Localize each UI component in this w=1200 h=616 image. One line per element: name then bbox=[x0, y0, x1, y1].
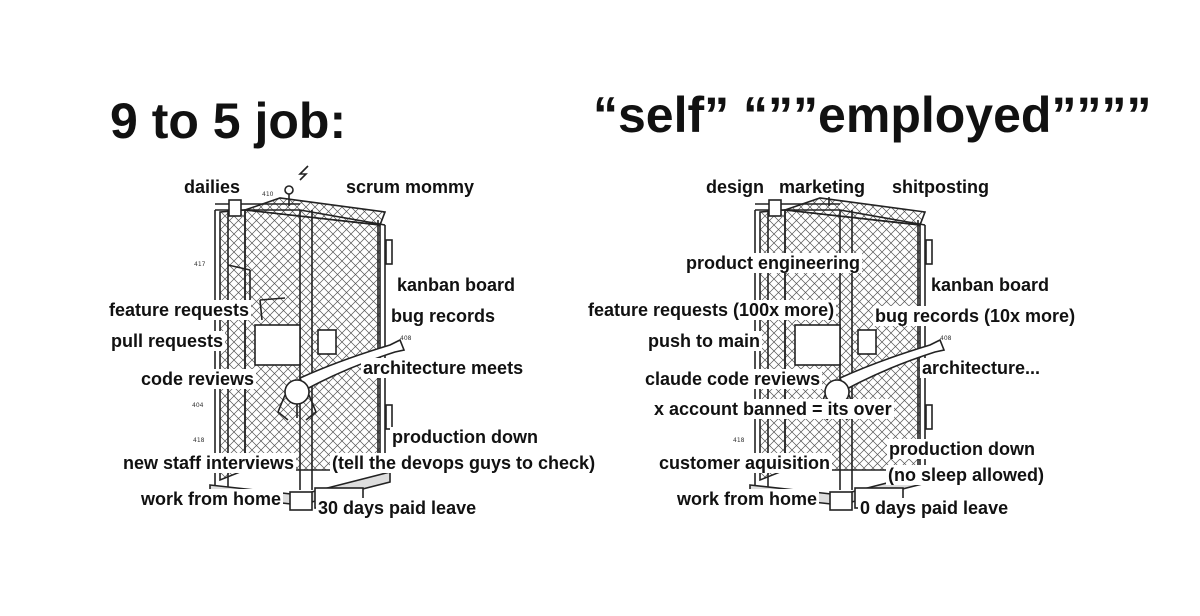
label-paid-leave-right: 0 days paid leave bbox=[858, 498, 1011, 518]
left-patent-417: 417 bbox=[194, 261, 206, 268]
label-marketing: marketing bbox=[777, 177, 868, 197]
label-no-sleep: (no sleep allowed) bbox=[886, 465, 1047, 485]
label-scrum-mommy: scrum mommy bbox=[344, 177, 477, 197]
label-production-down-note: (tell the devops guys to check) bbox=[330, 453, 598, 473]
label-customer-acquisition: customer aquisition bbox=[657, 453, 833, 473]
right-patent-408: 408 bbox=[940, 335, 952, 342]
label-paid-leave: 30 days paid leave bbox=[316, 498, 479, 518]
label-kanban-board-right: kanban board bbox=[929, 275, 1052, 295]
label-production-down-right: production down bbox=[887, 439, 1037, 459]
label-kanban-board: kanban board bbox=[395, 275, 518, 295]
right-patent-418: 418 bbox=[733, 437, 745, 444]
left-patent-418: 418 bbox=[193, 437, 205, 444]
right-panel: 408 418 design marketing shitposting pro… bbox=[540, 0, 1140, 616]
label-architecture-meets: architecture meets bbox=[361, 358, 526, 378]
label-push-to-main: push to main bbox=[646, 331, 762, 351]
label-dailies: dailies bbox=[182, 177, 243, 197]
label-bug-records-right: bug records (10x more) bbox=[873, 306, 1078, 326]
label-production-down: production down bbox=[390, 427, 540, 447]
right-title: “self” “””employed”””” bbox=[593, 87, 1152, 143]
label-work-from-home-right: work from home bbox=[675, 489, 820, 509]
label-code-reviews: code reviews bbox=[139, 369, 257, 389]
label-feature-requests: feature requests bbox=[107, 300, 252, 320]
label-bug-records: bug records bbox=[389, 306, 498, 326]
label-claude-code-reviews: claude code reviews bbox=[643, 369, 823, 389]
label-pull-requests: pull requests bbox=[109, 331, 226, 351]
left-panel: 410 417 408 404 418 dailies scrum mommy … bbox=[107, 165, 598, 518]
left-title: 9 to 5 job: bbox=[110, 93, 347, 149]
left-cage-illustration: 410 417 408 404 418 bbox=[192, 165, 412, 511]
left-patent-404: 404 bbox=[192, 402, 204, 409]
label-feature-requests-right: feature requests (100x more) bbox=[586, 300, 837, 320]
label-product-engineering: product engineering bbox=[684, 253, 863, 273]
left-patent-408: 408 bbox=[400, 335, 412, 342]
label-work-from-home: work from home bbox=[139, 489, 284, 509]
label-account-banned: x account banned = its over bbox=[652, 399, 894, 419]
label-design: design bbox=[704, 177, 767, 197]
label-architecture-right: architecture... bbox=[920, 358, 1043, 378]
left-patent-410: 410 bbox=[262, 191, 274, 198]
label-shitposting: shitposting bbox=[890, 177, 991, 197]
label-new-staff-interviews: new staff interviews bbox=[121, 453, 297, 473]
